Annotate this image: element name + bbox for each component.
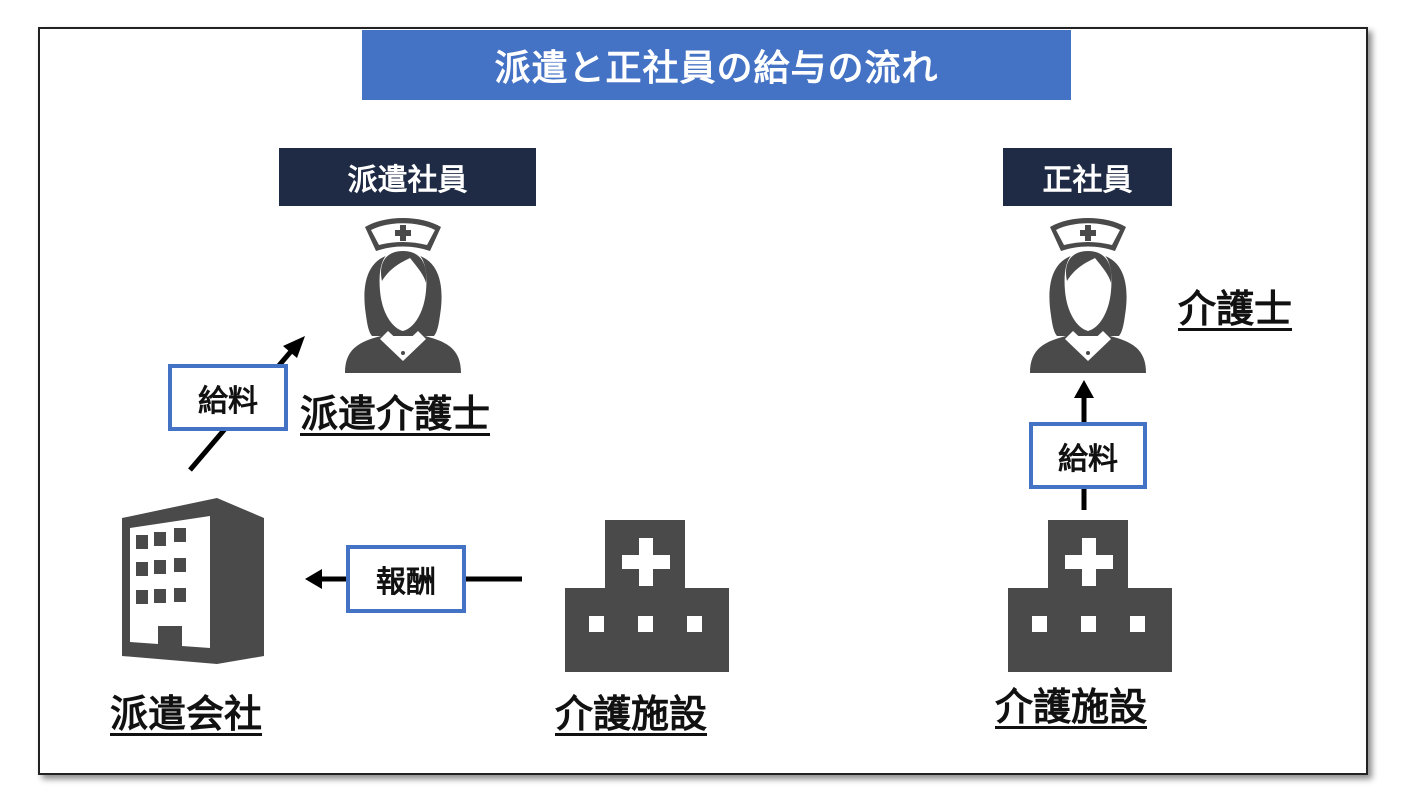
hospital-icon <box>565 520 729 672</box>
office-building-icon <box>122 498 264 664</box>
nurse-icon <box>1030 218 1146 373</box>
salary-box-right: 給料 <box>1029 422 1147 489</box>
care-facility-label-left: 介護施設 <box>555 692 708 736</box>
care-facility-label-right: 介護施設 <box>995 685 1148 729</box>
regular-employee-tag: 正社員 <box>1003 148 1172 206</box>
diagram-title: 派遣と正社員の給与の流れ <box>362 30 1071 100</box>
dispatch-company-label: 派遣会社 <box>110 692 263 736</box>
hospital-icon <box>1008 520 1172 672</box>
fee-box: 報酬 <box>346 545 466 613</box>
dispatch-employee-tag: 派遣社員 <box>279 148 536 206</box>
dispatch-caregiver-label: 派遣介護士 <box>300 392 491 436</box>
caregiver-label: 介護士 <box>1178 287 1293 331</box>
nurse-icon <box>345 218 461 373</box>
salary-box-left: 給料 <box>168 364 288 431</box>
